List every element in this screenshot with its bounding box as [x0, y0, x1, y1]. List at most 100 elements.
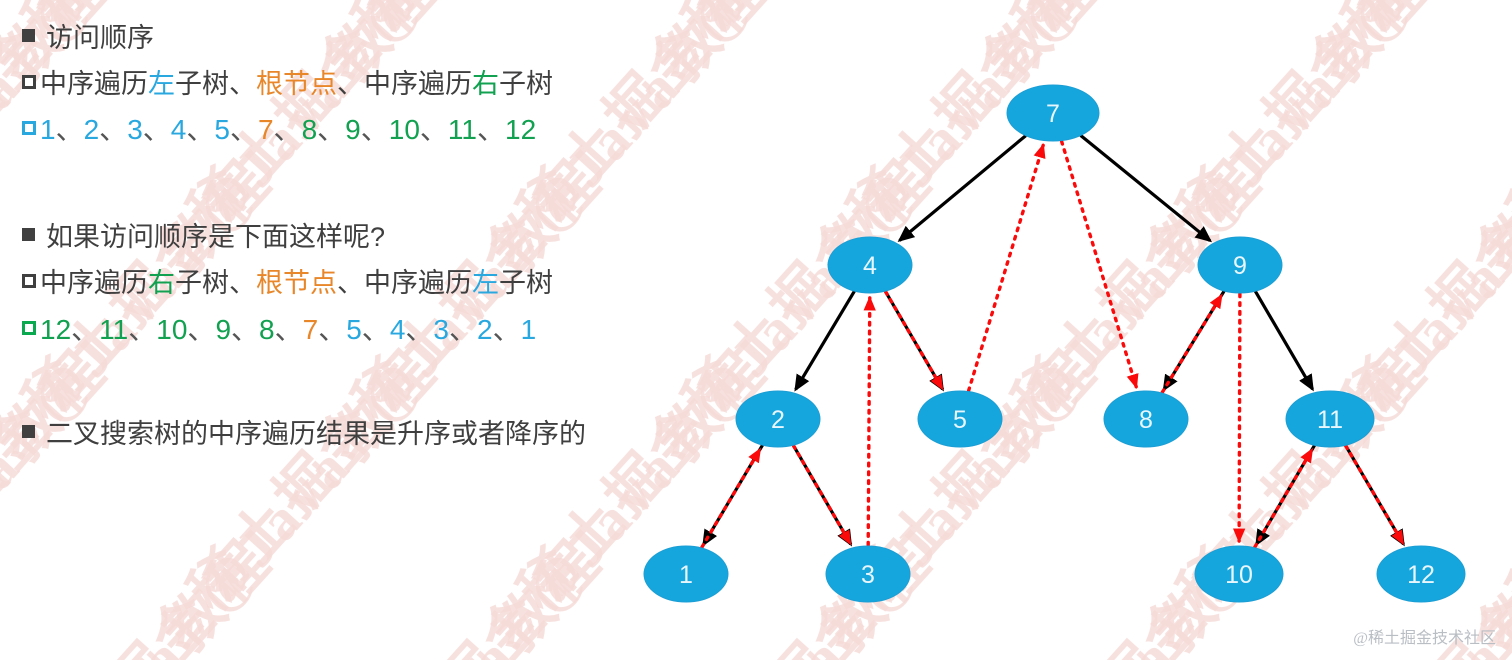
- sequence-separator: 、: [55, 114, 84, 145]
- hollow-square-bullet-icon: [22, 121, 36, 135]
- node-ellipse: [1376, 545, 1466, 603]
- traversal-arrows: [700, 139, 1405, 549]
- tree-edge: [897, 134, 1027, 243]
- order1-part-b: 子树、: [175, 69, 256, 99]
- tree-node-11[interactable]: 11: [1285, 390, 1375, 448]
- sequence-separator: 、: [405, 314, 434, 345]
- traversal-arrow: [966, 143, 1046, 393]
- tree-node-5[interactable]: 5: [917, 390, 1003, 448]
- traversal-arrow: [1344, 444, 1405, 546]
- tree-node-3[interactable]: 3: [825, 545, 911, 603]
- heading-alternate-order-label: 如果访问顺序是下面这样呢?: [46, 222, 386, 252]
- sequence-separator: 、: [317, 114, 346, 145]
- sequence-separator: 、: [419, 114, 448, 145]
- traversal-arrow: [863, 295, 876, 547]
- tree-edge: [794, 290, 856, 392]
- order-description-2: 中序遍历右子树、根节点、中序遍历左子树: [22, 261, 553, 300]
- sequence-value: 9: [215, 314, 232, 345]
- sequence-value: 9: [345, 114, 361, 145]
- sequence-value: 4: [170, 114, 187, 145]
- order1-part-c: 、中序遍历: [337, 69, 472, 99]
- order1-part-d: 子树: [499, 69, 553, 99]
- order1-root-word: 根节点: [256, 69, 337, 99]
- sequence-separator: 、: [187, 314, 216, 345]
- node-ellipse: [1197, 236, 1283, 294]
- traversal-arrow: [1160, 293, 1224, 394]
- order2-part-c: 、中序遍历: [337, 268, 472, 298]
- sequence-value: 2: [83, 114, 100, 145]
- traversal-arrow: [1059, 139, 1139, 389]
- traversal-arrow: [884, 290, 944, 391]
- node-ellipse: [917, 390, 1003, 448]
- tree-node-8[interactable]: 8: [1103, 390, 1189, 448]
- node-ellipse: [735, 390, 821, 448]
- credit-watermark: @稀土掘金技术社区: [1353, 630, 1496, 647]
- sequence-value: 8: [259, 314, 275, 345]
- sequence-separator: 、: [229, 114, 258, 145]
- traversal-arrow: [1253, 447, 1314, 549]
- sequence-separator: 、: [186, 114, 215, 145]
- order1-right-word: 右: [472, 69, 499, 99]
- sequence-separator: 、: [448, 314, 477, 345]
- sequence-separator: 、: [128, 314, 157, 345]
- tree-edge: [1253, 290, 1314, 392]
- order2-part-a: 中序遍历: [40, 268, 148, 298]
- sequence-separator: 、: [361, 314, 390, 345]
- heading-access-order: 访问顺序: [22, 16, 154, 55]
- node-ellipse: [1285, 390, 1375, 448]
- tree-edge: [1079, 134, 1213, 243]
- square-bullet-icon: [22, 29, 35, 42]
- tree-node-7[interactable]: 7: [1006, 84, 1100, 142]
- sequence-list-2: 12、11、10、9、8、7、5、4、3、2、1: [22, 308, 536, 348]
- sequence-separator: 、: [71, 314, 100, 345]
- sequence-list-1: 1、2、3、4、5、7、8、9、10、11、12: [22, 108, 536, 148]
- order2-part-d: 子树: [499, 268, 553, 298]
- sequence-value: 3: [127, 114, 143, 145]
- tree-node-1[interactable]: 1: [643, 545, 729, 603]
- sequence-value: 10: [156, 314, 188, 345]
- square-bullet-icon: [22, 425, 35, 438]
- traversal-arrow: [791, 444, 852, 546]
- sequence-value: 2: [477, 314, 493, 345]
- sequence-separator: 、: [99, 114, 128, 145]
- node-ellipse: [643, 545, 729, 603]
- sequence-separator: 、: [231, 314, 260, 345]
- sequence-2-items: 12、11、10、9、8、7、5、4、3、2、1: [40, 308, 536, 348]
- tree-node-9[interactable]: 9: [1197, 236, 1283, 294]
- conclusion-line: 二叉搜索树的中序遍历结果是升序或者降序的: [22, 412, 586, 451]
- sequence-value: 5: [214, 114, 230, 145]
- tree-node-2[interactable]: 2: [735, 390, 821, 448]
- sequence-separator: 、: [142, 114, 171, 145]
- traversal-arrow: [700, 447, 762, 549]
- sequence-1-items: 1、2、3、4、5、7、8、9、10、11、12: [40, 108, 536, 148]
- text-panel: 访问顺序 中序遍历左子树、根节点、中序遍历右子树 1、2、3、4、5、7、8、9…: [0, 0, 650, 660]
- sequence-value: 12: [40, 314, 72, 345]
- sequence-value: 7: [257, 114, 274, 145]
- sequence-value: 1: [520, 314, 537, 345]
- node-ellipse: [1194, 545, 1284, 603]
- node-ellipse: [827, 236, 913, 294]
- tree-node-4[interactable]: 4: [827, 236, 913, 294]
- conclusion-label: 二叉搜索树的中序遍历结果是升序或者降序的: [46, 419, 586, 449]
- sequence-value: 8: [301, 114, 318, 145]
- tree-node-10[interactable]: 10: [1194, 545, 1284, 603]
- sequence-value: 3: [433, 314, 449, 345]
- sequence-separator: 、: [492, 314, 521, 345]
- sequence-value: 1: [40, 114, 56, 145]
- heading-access-order-label: 访问顺序: [46, 23, 154, 53]
- tree-node-12[interactable]: 12: [1376, 545, 1466, 603]
- sequence-value: 11: [447, 114, 477, 145]
- sequence-value: 11: [99, 314, 129, 345]
- order1-left-word: 左: [148, 69, 175, 99]
- node-ellipse: [1103, 390, 1189, 448]
- hollow-square-bullet-icon: [22, 321, 36, 335]
- order1-part-a: 中序遍历: [40, 69, 148, 99]
- sequence-separator: 、: [318, 314, 347, 345]
- node-ellipse: [825, 545, 911, 603]
- sequence-value: 7: [302, 314, 319, 345]
- square-bullet-icon: [22, 228, 35, 241]
